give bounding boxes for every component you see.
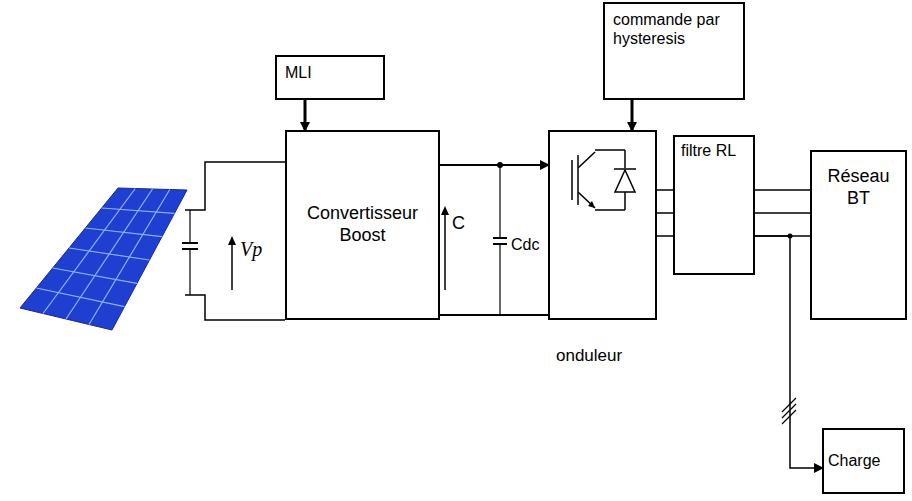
grid-line: [85, 228, 162, 237]
box-label: Convertisseur Boost: [295, 203, 430, 246]
inverter-box: onduleur: [548, 130, 657, 320]
capacitor-lead: [499, 244, 500, 315]
voltage-arrowhead: [228, 236, 236, 245]
connector: [440, 164, 548, 166]
grid-line: [53, 268, 137, 283]
solar-panel-grid: [36, 189, 174, 325]
connector: [755, 212, 810, 214]
voltage-label: C: [452, 214, 465, 234]
grid-line: [69, 248, 150, 260]
connector: [631, 100, 634, 130]
box-label: filtre RL: [681, 141, 747, 160]
wire: [185, 295, 285, 320]
capacitor-plate: [493, 237, 507, 239]
wire: [185, 162, 285, 210]
box-label: Charge: [828, 451, 899, 470]
capacitor-lead: [189, 249, 190, 295]
capacitor-lead: [499, 165, 500, 238]
block-caption: onduleur: [556, 346, 622, 366]
three-phase-ticks: [782, 398, 796, 424]
grid-box: Réseau BT: [810, 150, 907, 320]
phase-wire: [755, 189, 810, 191]
capacitor-plate: [182, 242, 198, 244]
voltage-arrow: [444, 212, 446, 290]
box-label: MLI: [285, 63, 375, 82]
connector: [304, 100, 307, 130]
voltage-arrow: [231, 242, 233, 290]
voltage-arrowhead: [441, 206, 449, 215]
converter-box: Convertisseur Boost: [285, 130, 440, 320]
capacitor-lead: [189, 210, 190, 243]
box-label: commande par hysteresis: [613, 10, 735, 48]
control-box: commande par hysteresis: [603, 2, 745, 100]
capacitor-label: Cdc: [511, 236, 539, 254]
box-label: Réseau BT: [818, 166, 899, 209]
grid-line: [102, 208, 175, 213]
grid-line: [36, 288, 124, 307]
igbt-emitter-arrow: [588, 201, 595, 208]
control-box: MLI: [275, 55, 385, 100]
igbt-diode-symbol: [572, 150, 636, 210]
phase-wire: [657, 235, 673, 237]
voltage-label: Vp: [240, 238, 262, 260]
solar-panel: [20, 188, 187, 330]
filter-box: filtre RL: [673, 135, 755, 275]
dc-bus-wire: [440, 314, 548, 316]
connector: [657, 212, 673, 214]
phase-wire: [657, 189, 673, 191]
load-box: Charge: [822, 428, 905, 494]
